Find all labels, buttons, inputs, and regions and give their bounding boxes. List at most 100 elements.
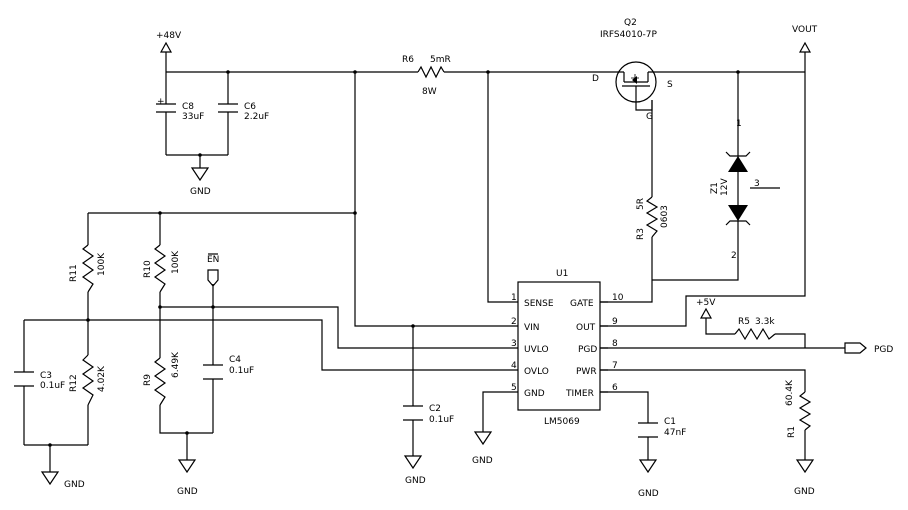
svg-text:GND: GND bbox=[405, 476, 426, 486]
label-5v: +5V bbox=[696, 298, 716, 308]
svg-text:2: 2 bbox=[731, 251, 737, 261]
capacitor-c4: C4 0.1uF bbox=[203, 355, 254, 380]
svg-text:4.02K: 4.02K bbox=[97, 365, 107, 392]
svg-text:R11: R11 bbox=[69, 264, 79, 282]
pgd-port: PGD bbox=[844, 342, 893, 355]
svg-text:R6: R6 bbox=[402, 55, 414, 65]
zener-z1: 1 3 2 Z1 12V bbox=[710, 119, 760, 261]
svg-text:GND: GND bbox=[524, 389, 545, 399]
svg-text:R9: R9 bbox=[143, 374, 153, 386]
resistor-r9: R9 6.49K bbox=[143, 351, 181, 406]
svg-text:UVLO: UVLO bbox=[524, 345, 549, 355]
svg-text:C2: C2 bbox=[429, 404, 441, 414]
svg-text:60.4K: 60.4K bbox=[785, 379, 795, 406]
svg-text:47nF: 47nF bbox=[664, 428, 686, 438]
svg-text:GND: GND bbox=[472, 456, 493, 466]
capacitor-c3: C3 0.1uF bbox=[14, 371, 65, 391]
svg-text:6.49K: 6.49K bbox=[171, 351, 181, 378]
svg-text:Z1: Z1 bbox=[710, 182, 720, 194]
svg-text:2: 2 bbox=[511, 317, 517, 327]
svg-text:R3: R3 bbox=[636, 228, 646, 240]
svg-text:C4: C4 bbox=[229, 355, 241, 365]
svg-text:C6: C6 bbox=[244, 102, 256, 112]
svg-text:33uF: 33uF bbox=[182, 112, 204, 122]
resistor-r12: R12 4.02K bbox=[69, 354, 107, 406]
ic-u1: U1 LM5069 1 SENSE 2 VIN 3 UVLO 4 OVLO 5 … bbox=[510, 269, 624, 427]
svg-text:3.3k: 3.3k bbox=[755, 317, 775, 327]
svg-text:10: 10 bbox=[612, 293, 624, 303]
svg-text:PGD: PGD bbox=[874, 345, 893, 355]
svg-text:LM5069: LM5069 bbox=[544, 417, 580, 427]
svg-text:2.2uF: 2.2uF bbox=[244, 112, 269, 122]
svg-text:0.1uF: 0.1uF bbox=[229, 366, 254, 376]
resistor-r10: R10 100K bbox=[143, 244, 181, 293]
svg-text:PWR: PWR bbox=[576, 367, 597, 377]
svg-text:U1: U1 bbox=[556, 269, 568, 279]
svg-text:R12: R12 bbox=[69, 374, 79, 392]
capacitor-c8: + C8 33uF bbox=[156, 96, 204, 122]
svg-text:0.1uF: 0.1uF bbox=[429, 415, 454, 425]
svg-text:100K: 100K bbox=[97, 252, 107, 276]
svg-text:0.1uF: 0.1uF bbox=[40, 381, 65, 391]
svg-text:TIMER: TIMER bbox=[565, 389, 594, 399]
svg-text:3: 3 bbox=[754, 179, 760, 189]
svg-text:SENSE: SENSE bbox=[524, 299, 554, 309]
svg-text:7: 7 bbox=[612, 361, 618, 371]
resistor-r5: R5 3.3k bbox=[734, 317, 776, 341]
svg-text:C3: C3 bbox=[40, 371, 52, 381]
svg-text:Q2: Q2 bbox=[624, 18, 637, 28]
svg-text:GATE: GATE bbox=[570, 299, 594, 309]
svg-text:R5: R5 bbox=[738, 317, 750, 327]
svg-text:R10: R10 bbox=[143, 260, 153, 278]
label-vout: VOUT bbox=[792, 25, 818, 35]
svg-text:9: 9 bbox=[612, 317, 618, 327]
svg-text:S: S bbox=[667, 80, 673, 90]
svg-text:OVLO: OVLO bbox=[524, 367, 549, 377]
gnd-symbols: GND GND GND GND GND GND GND bbox=[40, 167, 815, 499]
wires bbox=[23, 52, 845, 472]
svg-text:C8: C8 bbox=[182, 102, 194, 112]
capacitor-c6: C6 2.2uF bbox=[218, 96, 269, 122]
mosfet-q2: Q2 IRFS4010-7P D S G bbox=[592, 18, 673, 122]
svg-text:D: D bbox=[592, 74, 599, 84]
svg-text:+: + bbox=[157, 97, 165, 107]
junctions bbox=[48, 70, 740, 447]
resistor-r3: 5R 0603 R3 bbox=[636, 196, 670, 240]
svg-text:IRFS4010-7P: IRFS4010-7P bbox=[600, 30, 658, 40]
svg-text:5mR: 5mR bbox=[430, 55, 451, 65]
svg-text:PGD: PGD bbox=[578, 345, 597, 355]
power-flag-vout: VOUT bbox=[792, 25, 818, 53]
svg-text:GND: GND bbox=[638, 489, 659, 499]
svg-text:12V: 12V bbox=[720, 178, 730, 196]
svg-text:GND: GND bbox=[177, 487, 198, 497]
svg-text:C1: C1 bbox=[664, 417, 676, 427]
svg-text:4: 4 bbox=[511, 361, 517, 371]
svg-text:8: 8 bbox=[612, 339, 618, 349]
resistor-r1: R1 60.4K bbox=[785, 379, 812, 438]
svg-text:G: G bbox=[646, 112, 653, 122]
capacitor-c2: C2 0.1uF bbox=[403, 404, 454, 425]
svg-text:0603: 0603 bbox=[660, 205, 670, 228]
label-48v: +48V bbox=[156, 31, 182, 41]
svg-text:8W: 8W bbox=[422, 87, 437, 97]
svg-text:3: 3 bbox=[511, 339, 517, 349]
svg-text:100K: 100K bbox=[171, 250, 181, 274]
svg-text:GND: GND bbox=[794, 487, 815, 497]
svg-text:R1: R1 bbox=[787, 426, 797, 438]
svg-text:EN: EN bbox=[207, 255, 219, 265]
svg-text:1: 1 bbox=[736, 119, 742, 129]
resistor-r6: R6 5mR 8W bbox=[402, 55, 451, 97]
svg-text:OUT: OUT bbox=[576, 323, 596, 333]
svg-text:1: 1 bbox=[511, 293, 517, 303]
svg-text:GND: GND bbox=[190, 187, 211, 197]
power-flag-48v: +48V bbox=[156, 31, 182, 53]
en-port: EN bbox=[207, 253, 219, 287]
svg-text:6: 6 bbox=[612, 383, 618, 393]
svg-text:GND: GND bbox=[64, 480, 85, 490]
power-flag-5v: +5V bbox=[696, 298, 716, 319]
resistor-r11: R11 100K bbox=[69, 244, 107, 293]
svg-text:VIN: VIN bbox=[524, 323, 540, 333]
svg-text:5R: 5R bbox=[636, 198, 646, 210]
capacitor-c1: C1 47nF bbox=[638, 417, 686, 438]
